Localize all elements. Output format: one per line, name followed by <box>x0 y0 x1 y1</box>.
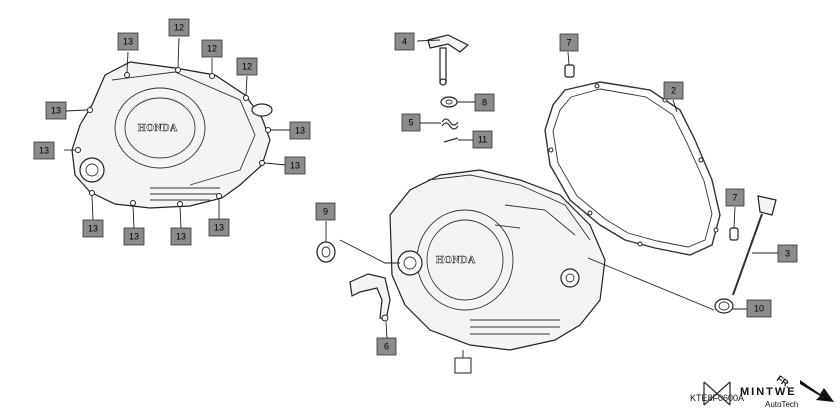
callout-13: 13 <box>33 141 55 160</box>
callout-13: 13 <box>208 218 230 237</box>
callout-4: 4 <box>394 32 415 51</box>
bolt-hole <box>75 147 81 153</box>
callout-label: 7 <box>732 193 737 203</box>
oil-dipstick <box>732 195 778 296</box>
callout-label: 9 <box>323 207 328 217</box>
callout-12: 12 <box>236 57 258 76</box>
oil-seal-9 <box>316 221 400 264</box>
bolt-hole <box>216 193 222 199</box>
bolt-hole <box>209 73 215 79</box>
callout-label: 13 <box>88 224 98 234</box>
callout-12: 12 <box>201 39 223 58</box>
callout-13: 13 <box>170 227 192 246</box>
dowel-pin-upper <box>564 51 575 78</box>
callout-label: 13 <box>290 161 300 171</box>
bolt-hole <box>175 67 181 73</box>
callout-5: 5 <box>401 113 421 132</box>
arrow-icon <box>800 380 834 402</box>
callout-13: 13 <box>123 227 145 246</box>
callout-label: 12 <box>207 44 217 54</box>
callout-label: 13 <box>51 106 61 116</box>
callout-12: 12 <box>168 18 190 37</box>
bolt-hole <box>87 107 93 113</box>
callout-label: 12 <box>174 23 184 33</box>
bolt-hole <box>243 95 249 101</box>
callout-label: 13 <box>176 232 186 242</box>
engine-cover-assembly: HONDA <box>389 169 606 374</box>
callout-3: 3 <box>777 244 798 263</box>
callout-13: 13 <box>284 156 306 175</box>
dowel-pin-lower <box>729 206 739 241</box>
callout-label: 8 <box>482 98 487 108</box>
callout-6: 6 <box>376 337 397 356</box>
callout-8: 8 <box>474 93 495 112</box>
bolt-hole <box>259 160 265 166</box>
return-spring-5 <box>418 118 459 130</box>
callout-label: 13 <box>39 146 49 156</box>
assembly-reference-box <box>454 357 472 374</box>
callout-label: 13 <box>129 232 139 242</box>
watermark-title: MINTWE <box>740 386 797 398</box>
bolt-hole <box>124 72 130 78</box>
callout-label: 11 <box>478 135 487 145</box>
callout-13: 13 <box>45 101 67 120</box>
honda-logo-left: HONDA <box>138 123 178 134</box>
bolt-hole <box>130 200 136 206</box>
mounting-bracket-6 <box>349 273 391 339</box>
callout-label: 13 <box>214 223 224 233</box>
callout-labels: 4 7 2 8 5 11 7 3 9 10 6 13 12 12 12 13 1… <box>33 18 798 356</box>
footer: KTE8F0600A MINTWE AutoTech FR. <box>690 373 834 409</box>
callout-label: 12 <box>242 62 252 72</box>
pin-11 <box>443 137 475 143</box>
callout-11: 11 <box>472 130 493 149</box>
watermark-subtitle: AutoTech <box>765 400 798 409</box>
clutch-lifter-arm <box>416 34 470 86</box>
callout-7: 7 <box>725 188 745 207</box>
callout-label: 6 <box>384 342 389 352</box>
o-ring-10 <box>587 257 750 314</box>
callout-label: 13 <box>123 37 133 47</box>
oil-seal-8 <box>440 96 475 108</box>
callout-13: 13 <box>289 121 311 140</box>
honda-logo-right: HONDA <box>436 255 476 266</box>
callout-label: 10 <box>754 304 764 314</box>
callout-label: 7 <box>566 38 571 48</box>
callout-label: 4 <box>402 37 407 47</box>
part-code: KTE8F0600A <box>690 393 744 403</box>
callout-13: 13 <box>82 219 104 238</box>
callout-label: 2 <box>671 86 676 96</box>
callout-9: 9 <box>315 202 336 221</box>
callout-7: 7 <box>559 33 579 52</box>
callout-13: 13 <box>117 32 139 51</box>
left-cover-bolt-view: HONDA <box>64 37 290 229</box>
bolt-hole <box>89 190 95 196</box>
bolt-hole <box>177 201 183 207</box>
bolt-hole <box>265 127 271 133</box>
mintwe-logo: MINTWE AutoTech <box>703 381 798 409</box>
callout-label: 13 <box>295 126 305 136</box>
callout-2: 2 <box>663 81 684 100</box>
callout-10: 10 <box>746 299 772 318</box>
cover-gasket <box>544 81 721 256</box>
callout-label: 3 <box>785 249 790 259</box>
callout-label: 5 <box>408 118 413 128</box>
